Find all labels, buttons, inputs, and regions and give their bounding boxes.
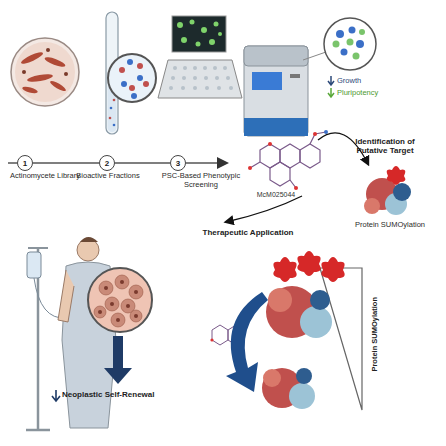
readout-label: Growth — [337, 77, 397, 86]
readout-label: Pluripotency — [337, 89, 407, 98]
section-heading: Therapeutic Application — [186, 228, 310, 237]
step-number: 3 — [176, 159, 180, 168]
step-label: Bioactive Fractions — [70, 172, 146, 181]
step-circle: 3 — [170, 155, 186, 171]
step-label: Actinomycete Library — [3, 172, 87, 181]
step-circle: 1 — [17, 155, 33, 171]
step-number: 2 — [105, 159, 109, 168]
outcome-label: Neoplastic Self-Renewal — [62, 390, 182, 399]
protein-label: Protein SUMOylation — [340, 221, 440, 230]
compound-name: McM025044 — [244, 191, 308, 199]
gradient-label: Protein SUMOylation — [371, 284, 380, 384]
timeline-segment — [115, 162, 170, 164]
step-number: 1 — [23, 159, 27, 168]
step-label: PSC-Based Phenotypic Screening — [146, 172, 256, 189]
step-circle: 2 — [99, 155, 115, 171]
section-heading: Identification of Putative Target — [340, 137, 430, 155]
timeline-segment — [33, 162, 99, 164]
